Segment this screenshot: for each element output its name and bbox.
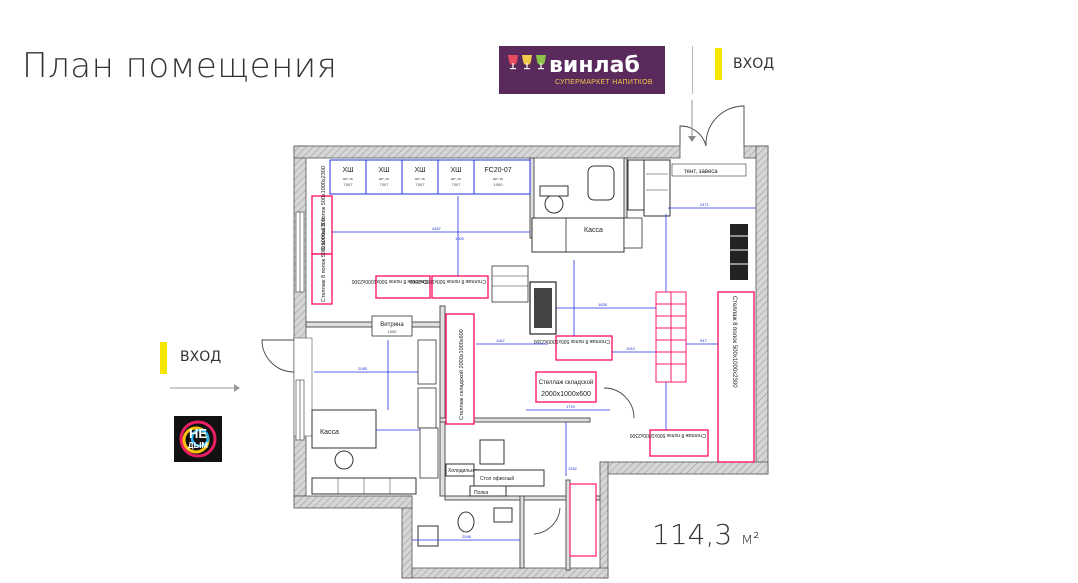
fridge-code: шт-ть (379, 176, 389, 181)
dimension-lines (314, 196, 756, 541)
shelf-label: Стеллаж 8 полок 500х1000х2300 (731, 296, 737, 388)
tent-label: тент, завеса (684, 169, 718, 175)
storage-rack-size: 2000х1000х600 (541, 391, 591, 398)
fridge-unit: ХШ шт-ть 7007 (342, 160, 367, 194)
shelf-label: Стеллаж 8 полок 500х1000х2300 (352, 278, 428, 284)
fridge-code: шт-ть (451, 176, 461, 181)
entry-label-top: ВХОД (733, 56, 775, 72)
shelf-small-label: Полка (474, 490, 488, 496)
fridge-serial: 1000 (494, 182, 504, 187)
fridge-label: ХШ (450, 167, 461, 174)
storage-rack-left: Стеллаж складской 2000х1000х600 (445, 313, 475, 425)
gondola (655, 291, 687, 383)
dimension-value: 1900 (455, 236, 465, 241)
wine-glass-icon (536, 55, 546, 70)
entry-marker (160, 342, 167, 374)
shelf-label: Стеллаж 8 полок 500х1000х2300 (534, 338, 610, 344)
shelf-bottom-right: Стеллаж 8 полок 500х1000х2300 (630, 429, 709, 457)
shelf-left: Стеллаж 8 полок 500х1000х2300 Стеллаж 8 … (311, 166, 333, 305)
logo-brand: винлаб (549, 53, 640, 78)
fridge-serial: 7007 (344, 182, 354, 187)
nedym-swirl-icon (179, 420, 217, 458)
fridge-label: ХШ (342, 167, 353, 174)
fridge-unit: ХШ шт-ть 7007 (378, 160, 403, 194)
storage-rack-center: Стеллаж складской 2000х1000х600 (535, 371, 597, 403)
vitrina-size: 1000 (388, 329, 398, 334)
fridge-serial: 7007 (452, 182, 462, 187)
fridge-label: FC20-07 (484, 167, 511, 174)
dimension-value: 1835 (598, 302, 608, 307)
area-value: 114,3 м² (652, 518, 760, 551)
storage-left-label: Стеллаж складской 2000х1000х600 (458, 329, 465, 420)
wine-glass-icon (522, 55, 532, 70)
fridge-small-label: Холодильник (448, 468, 479, 474)
nedym-line2: ДЫМ (187, 441, 209, 450)
dimension-value: 2546 (462, 534, 472, 539)
checkout-top: Касса (531, 159, 671, 253)
shelf-label: Стеллаж 8 полок 500х1000х2300 (410, 278, 486, 284)
dimension-value: 2471 (700, 202, 710, 207)
fridge-code: шт-ть (493, 176, 503, 181)
nedym-logo: НЕ ДЫМ (174, 416, 222, 462)
shelf-right: Стеллаж 8 полок 500х1000х2300 (717, 224, 755, 463)
page-title: План помещения (22, 46, 338, 86)
left-room: Витрина 1000 Касса (311, 315, 439, 495)
left-windows (295, 211, 305, 441)
dimension-value: 1252 (568, 466, 578, 471)
area-number: 114,3 (652, 518, 733, 551)
fridge-label: ХШ (378, 167, 389, 174)
dimension-value: 1162 (496, 338, 505, 343)
dimension-labels: 4487 1900 2471 1162 1910 947 2085 1719 1… (358, 202, 710, 539)
divider (692, 46, 693, 94)
fridge-code: шт-ть (343, 176, 353, 181)
kassa-label: Касса (320, 429, 339, 436)
shelf-label: Стеллаж 8 полок 500х1000х2300 (630, 432, 706, 438)
nedym-line1: НЕ (188, 426, 208, 441)
fridge-code: шт-ть (415, 176, 425, 181)
fridge-unit: FC20-07 шт-ть 1000 (484, 167, 511, 187)
fridge-serial: 7007 (380, 182, 390, 187)
fridge-unit: ХШ шт-ть 7007 (450, 160, 475, 194)
fridge-label: ХШ (414, 167, 425, 174)
vitrina-label: Витрина (380, 322, 404, 328)
shelf-top-middle: Стеллаж 8 полок 500х1000х2300 Стеллаж 8 … (352, 265, 529, 303)
fridge-unit: ХШ шт-ть 7007 (414, 160, 439, 194)
dimension-value: 947 (700, 338, 707, 343)
shelf-label: Стеллаж 8 полок 500х1000х2300 (321, 218, 327, 302)
doors (170, 100, 745, 535)
office-desk-label: Стол офисный (480, 475, 514, 482)
area-unit: м² (741, 529, 760, 548)
fridge-row: ХШ шт-ть 7007 ХШ шт-ть 7007 ХШ шт-ть 700… (329, 159, 531, 195)
center-equipment: Стеллаж 8 полок 500х1000х2300 (529, 281, 613, 361)
entry-label-left: ВХОД (180, 349, 222, 365)
storage-rack-label: Стеллаж складской (539, 379, 594, 386)
wine-glass-icon (508, 55, 518, 70)
entry-marker (715, 48, 722, 80)
dimension-value: 1719 (566, 404, 576, 409)
office: Холодильник Стол офисный Полка (417, 439, 597, 557)
vinlab-logo: винлаб СУПЕРМАРКЕТ НАПИТКОВ (499, 46, 665, 94)
fridge-serial: 7007 (416, 182, 426, 187)
dimension-value: 4487 (432, 226, 442, 231)
dimension-value: 2085 (358, 366, 368, 371)
logo-subtitle: СУПЕРМАРКЕТ НАПИТКОВ (555, 79, 653, 86)
shelf-label: Стеллаж 8 полок 500х1000х2300 (321, 166, 327, 250)
kassa-label: Касса (584, 227, 603, 234)
dimension-value: 1910 (626, 346, 636, 351)
